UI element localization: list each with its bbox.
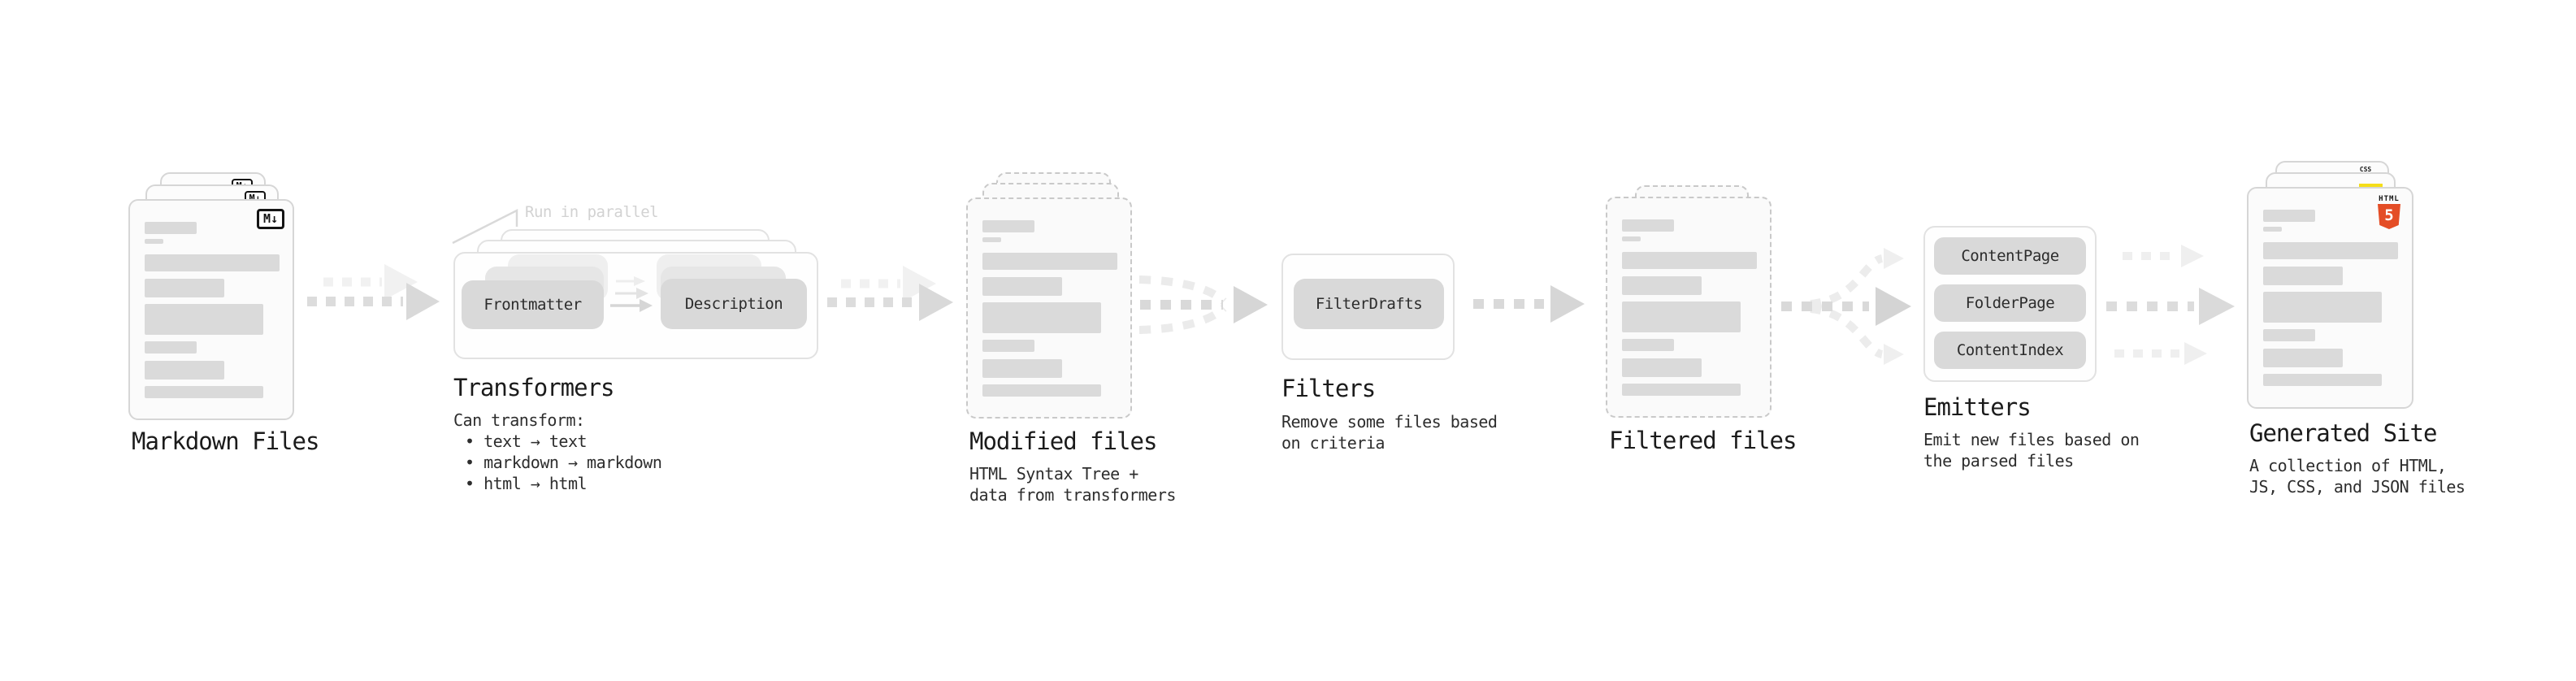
- flow-arrow-filters-to-filtered: [1473, 285, 1585, 323]
- document-card-front: [966, 197, 1132, 419]
- pill-description: Description: [661, 279, 807, 329]
- document-card-front: [1606, 197, 1772, 418]
- stage-label-modified-files: Modified files: [969, 427, 1157, 455]
- flow-arrow-markdown-to-transformers: [307, 264, 440, 320]
- stage-label-filtered-files: Filtered files: [1609, 427, 1797, 454]
- document-card-front: M↓: [128, 199, 294, 420]
- placeholder-lines: [982, 220, 1119, 397]
- stage-label-emitters: Emitters: [1923, 393, 2032, 421]
- stage-label-transformers: Transformers: [453, 374, 615, 401]
- pill-filterdrafts: FilterDrafts: [1294, 279, 1444, 329]
- document-card-front-html: HTML 5: [2247, 187, 2413, 409]
- flow-arrow-transformers-to-modified: [827, 266, 953, 321]
- stage-description-generated-site: A collection of HTML, JS, CSS, and JSON …: [2249, 456, 2465, 497]
- stage-description-modified-files: HTML Syntax Tree + data from transformer…: [969, 464, 1176, 505]
- flow-arrow-emitters-to-generated: [2106, 245, 2235, 365]
- placeholder-lines: [1622, 219, 1759, 396]
- pill-contentpage: ContentPage: [1934, 237, 2086, 275]
- pill-folderpage: FolderPage: [1934, 284, 2086, 322]
- stage-label-generated-site: Generated Site: [2249, 419, 2437, 447]
- flow-arrow-filtered-to-emitters: [1781, 248, 1911, 365]
- stage-description-emitters: Emit new files based on the parsed files: [1923, 430, 2140, 471]
- stage-label-markdown-files: Markdown Files: [132, 427, 319, 455]
- html5-icon: HTML 5: [2376, 195, 2402, 229]
- placeholder-lines: [145, 222, 281, 398]
- flow-arrow-modified-to-filters: [1138, 275, 1268, 334]
- stage-label-filters: Filters: [1281, 375, 1376, 402]
- stage-description-transformers: Can transform: • text → text • markdown …: [453, 410, 662, 493]
- stage-description-filters: Remove some files based on criteria: [1281, 412, 1498, 453]
- pill-frontmatter: Frontmatter: [462, 280, 604, 329]
- pill-contentindex: ContentIndex: [1934, 332, 2086, 369]
- markdown-icon: M↓: [256, 209, 284, 229]
- placeholder-lines: [2263, 210, 2400, 386]
- run-in-parallel-callout: Run in parallel: [525, 203, 659, 221]
